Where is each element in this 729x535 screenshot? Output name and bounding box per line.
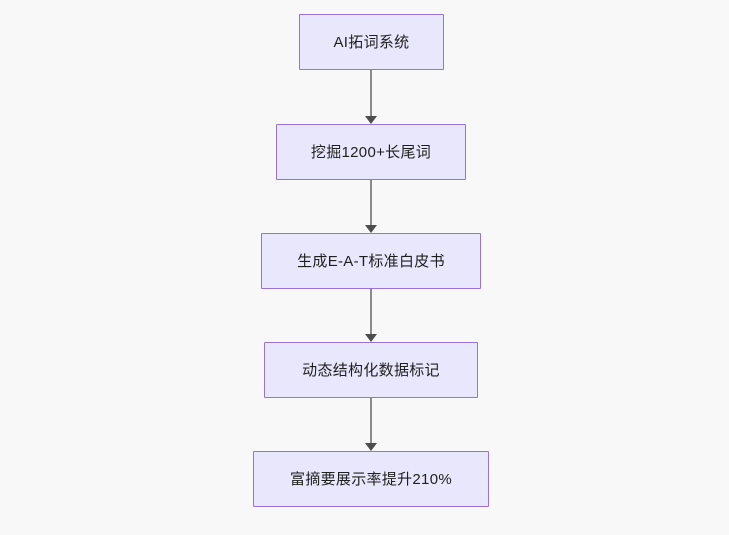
edge-line: [370, 70, 373, 117]
arrowhead-icon: [365, 115, 377, 124]
flow-node-label: 动态结构化数据标记: [302, 361, 440, 379]
edge-line: [370, 289, 373, 335]
flow-node-mine-longtail-keywords[interactable]: 挖掘1200+长尾词: [276, 124, 466, 180]
flow-node-rich-snippet-rate-increase[interactable]: 富摘要展示率提升210%: [253, 451, 489, 507]
flow-edge-1-to-2: [358, 70, 384, 124]
edge-line: [370, 398, 373, 444]
arrowhead-icon: [365, 224, 377, 233]
flow-node-ai-keyword-system[interactable]: AI拓词系统: [299, 14, 444, 70]
edge-line: [370, 180, 373, 226]
flow-node-label: 生成E-A-T标准白皮书: [297, 252, 445, 270]
flow-node-label: AI拓词系统: [333, 33, 410, 51]
flow-edge-3-to-4: [358, 289, 384, 342]
arrowhead-icon: [365, 442, 377, 451]
flow-node-label: 挖掘1200+长尾词: [310, 143, 432, 161]
flow-edge-2-to-3: [358, 180, 384, 233]
flow-node-label: 富摘要展示率提升210%: [290, 470, 452, 488]
arrowhead-icon: [365, 333, 377, 342]
flow-node-dynamic-structured-data-markup[interactable]: 动态结构化数据标记: [264, 342, 478, 398]
flow-node-generate-eat-whitepaper[interactable]: 生成E-A-T标准白皮书: [261, 233, 481, 289]
flow-edge-4-to-5: [358, 398, 384, 451]
